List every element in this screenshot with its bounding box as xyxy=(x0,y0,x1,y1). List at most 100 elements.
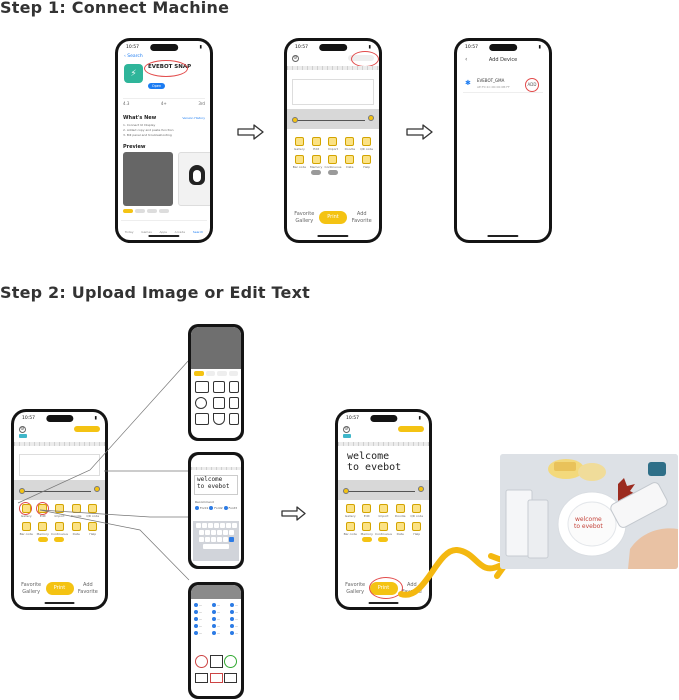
font-list-item[interactable]: — xyxy=(212,617,220,621)
add-favorite-button[interactable]: Add Favorite xyxy=(351,211,372,224)
cake-sketch[interactable] xyxy=(195,381,209,393)
connected-pill[interactable] xyxy=(74,426,100,432)
device-row[interactable]: ✱ EVEBOT_GMA AE:F0:1C:00:00:0B:FF ADD xyxy=(463,75,543,93)
font-list-item[interactable]: — xyxy=(212,610,220,614)
font-list-item[interactable]: — xyxy=(194,610,202,614)
tool-continuous[interactable]: Continuous xyxy=(325,155,341,175)
font-list-item[interactable]: — xyxy=(230,624,238,628)
print-canvas[interactable] xyxy=(19,454,100,476)
tool-date[interactable]: Date xyxy=(392,522,409,542)
stamp-thumb[interactable] xyxy=(224,673,237,683)
tool-memory[interactable]: Memory xyxy=(308,155,325,175)
font-list-item[interactable]: — xyxy=(230,617,238,621)
tool-edit[interactable]: Edit xyxy=(35,504,52,518)
stamp-thumb[interactable] xyxy=(224,655,237,668)
teacup-sketch[interactable] xyxy=(229,413,239,425)
stamp-thumb[interactable] xyxy=(209,673,223,683)
memory-toggle[interactable] xyxy=(361,537,372,542)
favorite-gallery-button[interactable]: Favorite Gallery xyxy=(345,582,366,595)
stamp-thumb[interactable] xyxy=(195,655,208,668)
tool-edit[interactable]: Edit xyxy=(308,137,325,151)
add-device-button[interactable]: ADD xyxy=(525,78,539,92)
tool-barcode[interactable]: Bar code xyxy=(291,155,308,175)
position-slider[interactable] xyxy=(344,491,415,492)
tool-import[interactable]: Import xyxy=(325,137,342,151)
position-slider[interactable] xyxy=(20,491,91,492)
slider-knob[interactable] xyxy=(292,117,298,123)
tab-today[interactable]: Today xyxy=(124,230,134,234)
memory-toggle[interactable] xyxy=(311,170,322,175)
tool-barcode[interactable]: Bar code xyxy=(342,522,359,542)
memory-toggle[interactable] xyxy=(37,537,48,542)
gift-sketch[interactable] xyxy=(229,397,239,409)
building-sketch[interactable] xyxy=(213,381,225,393)
settings-gear-icon[interactable]: ⚙ xyxy=(343,425,350,433)
appstore-back-link[interactable]: ‹ Search xyxy=(124,54,143,59)
tool-continuous[interactable]: Continuous xyxy=(375,522,392,542)
settings-gear-icon[interactable]: ⚙ xyxy=(19,425,26,433)
bowl-sketch[interactable] xyxy=(213,413,225,425)
tool-help[interactable]: Help xyxy=(84,522,101,542)
tool-help[interactable]: Help xyxy=(408,522,425,542)
tool-help[interactable]: Help xyxy=(358,155,375,175)
clock-sketch[interactable] xyxy=(195,397,207,409)
slider-end-knob[interactable] xyxy=(418,486,424,492)
print-button[interactable]: Print xyxy=(45,582,74,595)
print-canvas-text[interactable]: welcome to evebot xyxy=(343,449,424,477)
tool-import[interactable]: Import xyxy=(375,504,392,518)
font-option[interactable]: Font3 xyxy=(223,506,237,510)
font-option[interactable]: Font2 xyxy=(209,506,223,510)
favorite-gallery-button[interactable]: Favorite Gallery xyxy=(21,582,42,595)
tool-qr[interactable]: QR code xyxy=(358,137,375,151)
tool-edit[interactable]: Edit xyxy=(359,504,376,518)
font-list-item[interactable]: — xyxy=(212,631,220,635)
tool-barcode[interactable]: Bar code xyxy=(18,522,35,542)
font-list-item[interactable]: — xyxy=(194,603,202,607)
add-favorite-button[interactable]: Add Favorite xyxy=(77,582,98,595)
font-list-item[interactable]: — xyxy=(194,617,202,621)
tab-search[interactable]: Search xyxy=(192,230,204,234)
tool-doodle[interactable]: Doodle xyxy=(341,137,358,151)
tool-gallery[interactable]: Gallery xyxy=(291,137,308,151)
slider-end-knob[interactable] xyxy=(368,115,374,121)
favorite-gallery-button[interactable]: Favorite Gallery xyxy=(294,211,315,224)
tool-date[interactable]: Date xyxy=(68,522,85,542)
position-slider[interactable] xyxy=(293,120,365,121)
font-option[interactable]: Font1 xyxy=(195,506,208,510)
font-list-item[interactable]: — xyxy=(194,631,202,635)
version-history-link[interactable]: Version History xyxy=(182,116,205,120)
settings-gear-icon[interactable]: ⚙ xyxy=(292,54,299,62)
font-list-item[interactable]: — xyxy=(230,603,238,607)
tab-apps[interactable]: Apps xyxy=(159,230,167,234)
stamp-thumb[interactable] xyxy=(195,673,208,683)
print-canvas[interactable] xyxy=(292,79,374,105)
continuous-toggle[interactable] xyxy=(378,537,389,542)
open-button[interactable]: Open xyxy=(148,83,165,89)
tool-gallery[interactable]: Gallery xyxy=(342,504,359,518)
back-chevron-icon[interactable]: ‹ xyxy=(465,56,468,63)
continuous-toggle[interactable] xyxy=(327,170,338,175)
text-input[interactable]: welcome to evebot xyxy=(194,475,238,495)
tool-memory[interactable]: Memory xyxy=(359,522,376,542)
font-list-item[interactable]: — xyxy=(212,624,220,628)
cake-slice-sketch[interactable] xyxy=(213,397,225,409)
tool-qr[interactable]: QR code xyxy=(84,504,101,518)
connected-pill[interactable] xyxy=(398,426,424,432)
stamp-thumb[interactable] xyxy=(209,655,223,668)
tool-continuous[interactable]: Continuous xyxy=(51,522,68,542)
pot-sketch[interactable] xyxy=(195,413,209,425)
slider-knob[interactable] xyxy=(343,488,349,494)
tool-doodle[interactable]: Doodle xyxy=(392,504,409,518)
print-button[interactable]: Print xyxy=(319,211,347,224)
tool-import[interactable]: Import xyxy=(51,504,68,518)
font-list-item[interactable]: — xyxy=(230,610,238,614)
slider-knob[interactable] xyxy=(19,488,25,494)
continuous-toggle[interactable] xyxy=(54,537,65,542)
tab-arcade[interactable]: Arcade xyxy=(174,230,186,234)
tool-gallery[interactable]: Gallery xyxy=(18,504,35,518)
font-list-item[interactable]: — xyxy=(194,624,202,628)
tool-date[interactable]: Date xyxy=(341,155,358,175)
tab-games[interactable]: Games xyxy=(141,230,152,234)
keyboard[interactable] xyxy=(193,521,239,561)
cup-sketch[interactable] xyxy=(229,381,239,393)
